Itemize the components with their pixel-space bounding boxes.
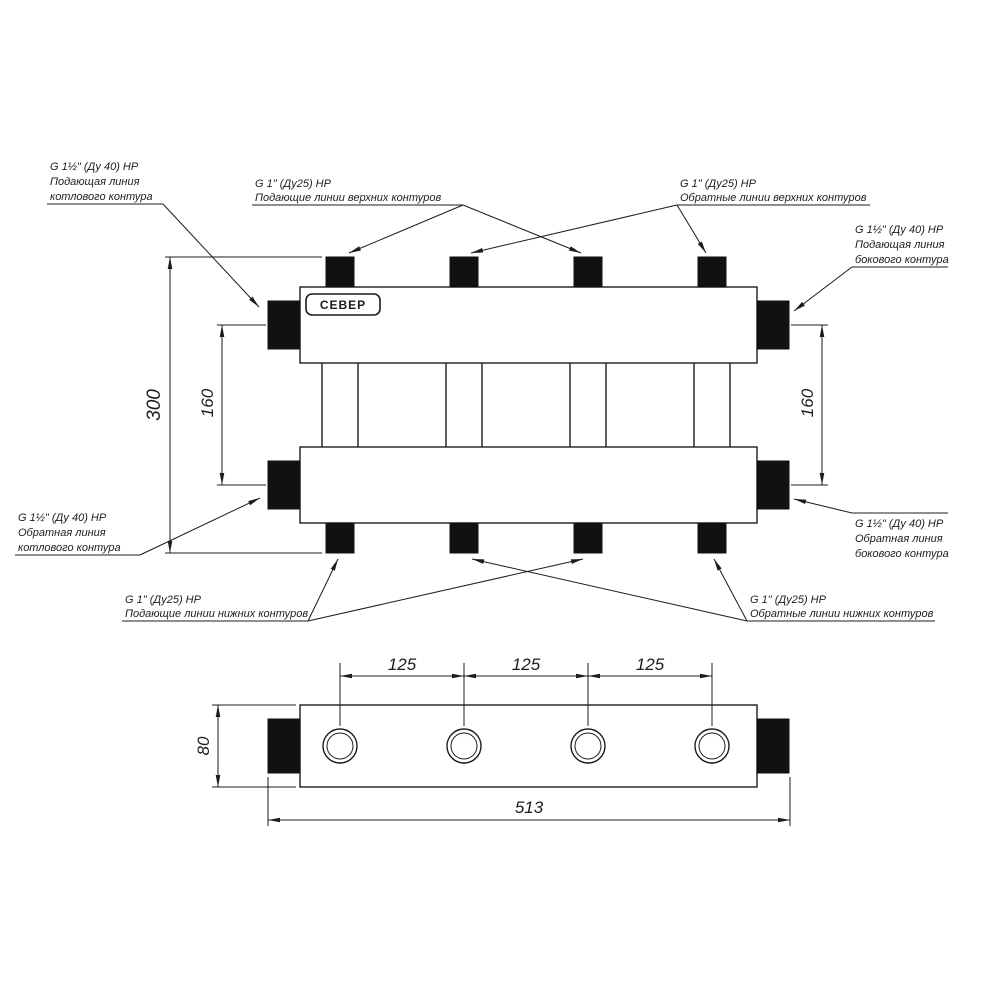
- dimension-overall-length: 513: [267, 777, 791, 826]
- port-outer-circle: [570, 728, 606, 764]
- port-inner-circle: [326, 732, 354, 760]
- right-end-fitting-top-view: [756, 718, 790, 774]
- bottom-port-stub-3: [573, 522, 603, 554]
- port-outer-circle: [446, 728, 482, 764]
- logo-label: СЕВЕР: [320, 298, 366, 312]
- leader-line: [713, 558, 748, 622]
- sever-logo: СЕВЕР: [305, 293, 381, 316]
- label-line: G 1" (Ду25) НР: [125, 594, 202, 606]
- label-lower-return: G 1" (Ду25) НР Обратные линии нижних кон…: [471, 558, 935, 622]
- leader-line: [471, 558, 748, 622]
- front-view: СЕВЕР: [267, 256, 790, 554]
- label-side-return: G 1½" (Ду 40) НР Обратная линия бокового…: [793, 498, 949, 560]
- logo-frame: [305, 293, 381, 316]
- dimension-value-125-1: 125: [388, 655, 417, 674]
- label-line: G 1½" (Ду 40) НР: [18, 512, 107, 524]
- lower-manifold-body: [299, 446, 758, 524]
- label-side-supply: G 1½" (Ду 40) НР Подающая линия бокового…: [793, 224, 949, 312]
- label-line: G 1" (Ду25) НР: [255, 178, 332, 190]
- manifold-body-top-view: [299, 704, 758, 788]
- dimension-value-80: 80: [194, 736, 213, 755]
- left-end-fitting-top-view: [267, 718, 301, 774]
- label-line: G 1½" (Ду 40) НР: [855, 518, 944, 530]
- dimension-axis-spacing-right: 160: [791, 324, 828, 486]
- leader-line: [676, 204, 707, 254]
- label-line: G 1" (Ду25) НР: [680, 178, 757, 190]
- leader-line: [307, 558, 584, 622]
- dimension-value-160-right: 160: [798, 388, 817, 417]
- label-upper-return: G 1" (Ду25) НР Обратные линии верхних ко…: [470, 178, 870, 254]
- port-inner-circle: [450, 732, 478, 760]
- top-port-stub-1: [325, 256, 355, 288]
- label-line: Обратная линия: [18, 527, 106, 539]
- top-port-stub-2: [449, 256, 479, 288]
- label-line: Обратные линии нижних контуров: [750, 608, 934, 620]
- label-line: Подающие линии верхних контуров: [255, 192, 441, 204]
- top-port-stub-3: [573, 256, 603, 288]
- label-boiler-supply: G 1½" (Ду 40) НР Подающая линия котловог…: [47, 161, 260, 308]
- connecting-pipe-4: [693, 359, 731, 451]
- bottom-port-stub-2: [449, 522, 479, 554]
- label-line: G 1½" (Ду 40) НР: [50, 161, 139, 173]
- connecting-pipe-3: [569, 359, 607, 451]
- leader-line: [162, 203, 260, 308]
- dimension-value-125-2: 125: [512, 655, 541, 674]
- leader-line: [793, 498, 853, 514]
- dimension-value-160-left: 160: [198, 388, 217, 417]
- label-line: G 1" (Ду25) НР: [750, 594, 827, 606]
- dimension-axis-spacing-left: 160: [198, 324, 266, 486]
- bottom-view-dimensions: 125 125 125 80 513: [194, 655, 791, 826]
- connecting-pipe-2: [445, 359, 483, 451]
- upper-right-end-fitting: [756, 300, 790, 350]
- label-upper-supply: G 1" (Ду25) НР Подающие линии верхних ко…: [252, 178, 582, 254]
- leader-line: [470, 204, 678, 254]
- bottom-port-stub-1: [325, 522, 355, 554]
- bottom-port-stub-4: [697, 522, 727, 554]
- label-line: котлового контура: [18, 542, 121, 554]
- lower-right-end-fitting: [756, 460, 790, 510]
- label-lower-supply: G 1" (Ду25) НР Подающие линии нижних кон…: [122, 558, 584, 622]
- label-line: Подающая линия: [50, 176, 140, 188]
- leader-line: [348, 204, 464, 254]
- port-circle-1: [322, 728, 358, 764]
- label-line: Обратная линия: [855, 533, 943, 545]
- dimension-port-pitch: 125 125 125: [339, 655, 713, 726]
- dimension-value-300: 300: [144, 389, 165, 421]
- label-line: Подающие линии нижних контуров: [125, 608, 308, 620]
- label-line: бокового контура: [855, 548, 949, 560]
- label-line: котлового контура: [50, 191, 153, 203]
- port-circle-2: [446, 728, 482, 764]
- label-line: бокового контура: [855, 254, 949, 266]
- port-inner-circle: [698, 732, 726, 760]
- dimension-value-125-3: 125: [636, 655, 665, 674]
- connecting-pipe-1: [321, 359, 359, 451]
- label-boiler-return: G 1½" (Ду 40) НР Обратная линия котловог…: [15, 497, 261, 556]
- leader-line: [307, 558, 339, 622]
- dimension-overall-height: 300: [144, 256, 322, 554]
- label-line: G 1½" (Ду 40) НР: [855, 224, 944, 236]
- front-view-dimensions: 300 160 160: [144, 256, 828, 554]
- leader-line: [139, 497, 261, 556]
- top-port-stub-4: [697, 256, 727, 288]
- dimension-value-513: 513: [515, 798, 544, 817]
- port-outer-circle: [694, 728, 730, 764]
- bottom-view: [267, 704, 790, 788]
- leader-line: [793, 266, 853, 312]
- label-line: Подающая линия: [855, 239, 945, 251]
- dimension-body-height: 80: [194, 704, 296, 788]
- leader-line: [462, 204, 582, 254]
- upper-left-end-fitting: [267, 300, 301, 350]
- port-outer-circle: [322, 728, 358, 764]
- port-inner-circle: [574, 732, 602, 760]
- lower-left-end-fitting: [267, 460, 301, 510]
- port-circle-3: [570, 728, 606, 764]
- port-labels: G 1½" (Ду 40) НР Подающая линия котловог…: [15, 161, 949, 622]
- port-circle-4: [694, 728, 730, 764]
- label-line: Обратные линии верхних контуров: [680, 192, 867, 204]
